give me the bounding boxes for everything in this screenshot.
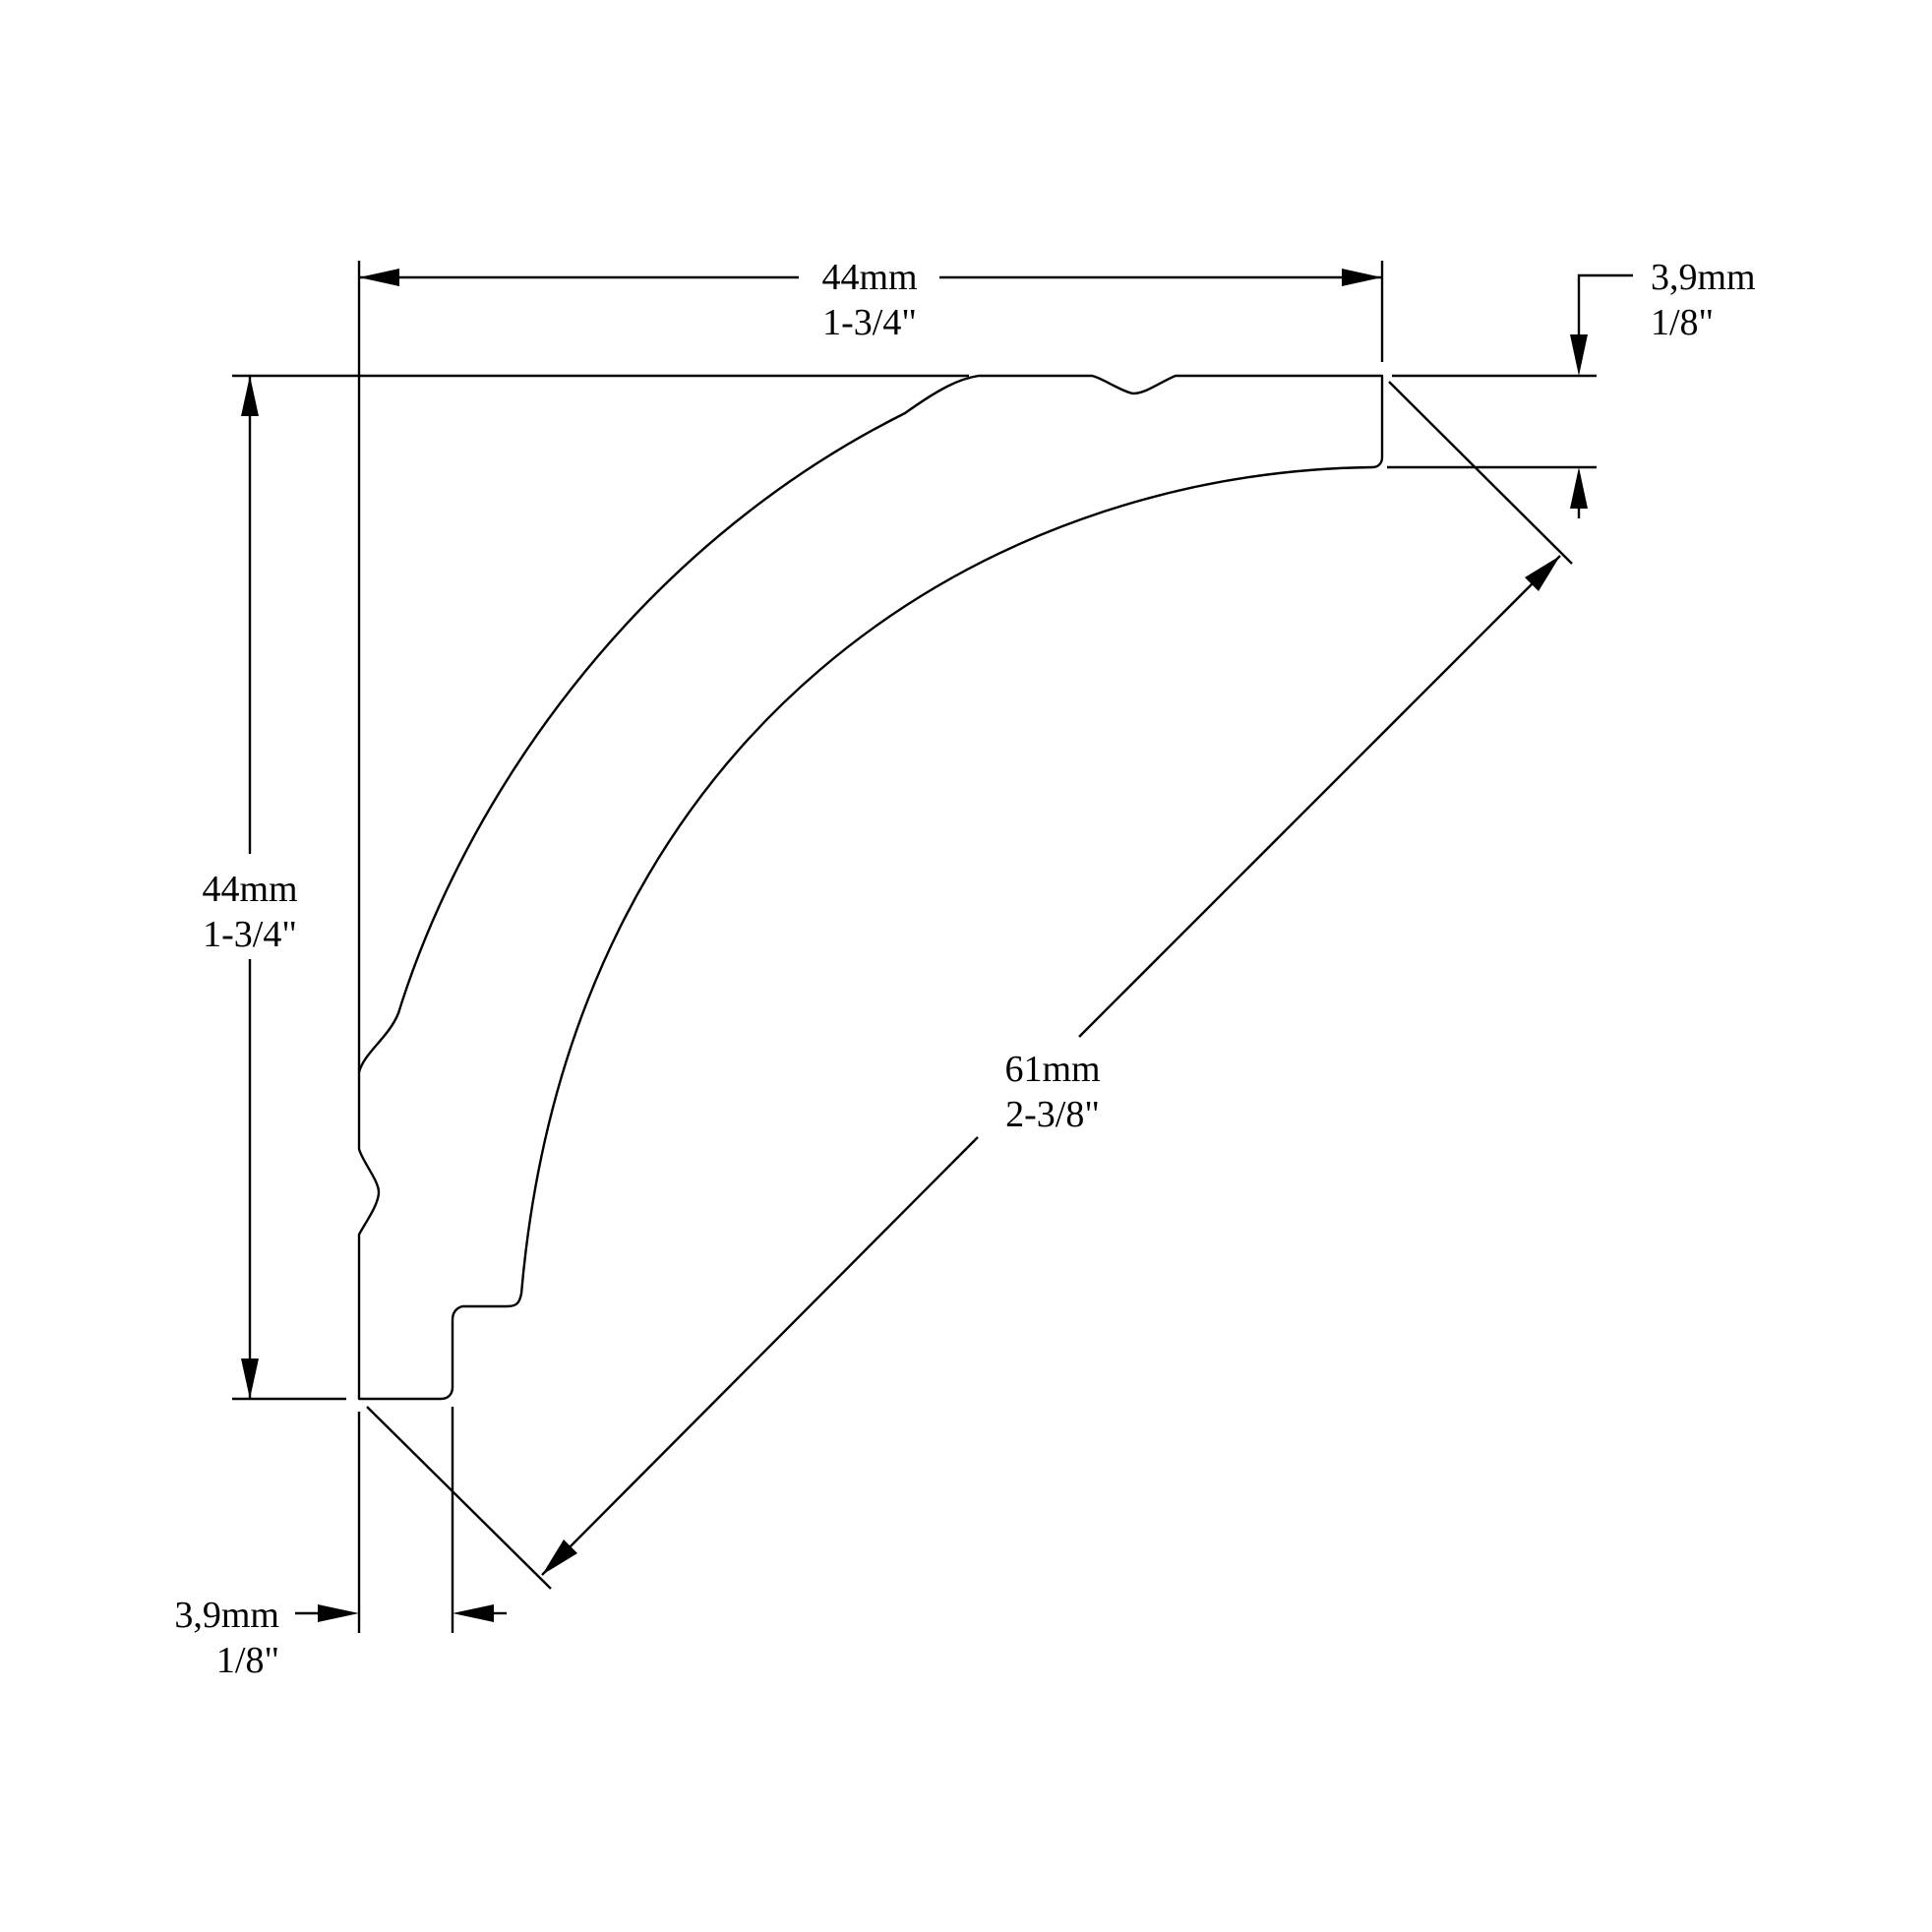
- arrow-up-right-icon: [1525, 556, 1560, 591]
- dimension-diagonal: 61mm 2-3/8": [541, 555, 1561, 1576]
- left-height-metric: 44mm: [202, 869, 297, 910]
- extension-lines: [232, 261, 1597, 1633]
- arrow-up-icon: [241, 376, 259, 416]
- diagonal-imperial: 2-3/8": [1005, 1094, 1100, 1135]
- bottom-left-thickness-imperial: 1/8": [216, 1640, 279, 1681]
- arrow-down-icon: [1570, 334, 1588, 376]
- top-right-thickness-imperial: 1/8": [1651, 302, 1714, 343]
- dimension-top-right-thickness: 3,9mm 1/8": [1570, 257, 1756, 518]
- arrow-right-icon: [318, 1604, 359, 1622]
- left-height-imperial: 1-3/4": [203, 914, 297, 955]
- arrow-up-icon: [1570, 467, 1588, 509]
- top-right-thickness-metric: 3,9mm: [1651, 257, 1756, 298]
- dimension-top-width: 44mm 1-3/4": [359, 257, 1382, 343]
- bottom-left-thickness-metric: 3,9mm: [174, 1595, 279, 1636]
- molding-profile: [357, 374, 1384, 1401]
- arrow-left-icon: [359, 269, 399, 286]
- dimension-bottom-left-thickness: 3,9mm 1/8": [174, 1595, 507, 1681]
- arrow-down-left-icon: [542, 1540, 577, 1575]
- diagonal-metric: 61mm: [1004, 1049, 1100, 1090]
- top-width-imperial: 1-3/4": [822, 302, 917, 343]
- arrow-left-icon: [453, 1604, 494, 1622]
- profile-outer-edge: [357, 374, 1384, 1401]
- arrow-right-icon: [1342, 269, 1382, 286]
- arrow-down-icon: [241, 1358, 259, 1399]
- dimension-left-height: 44mm 1-3/4": [202, 376, 298, 1399]
- top-width-metric: 44mm: [821, 257, 917, 298]
